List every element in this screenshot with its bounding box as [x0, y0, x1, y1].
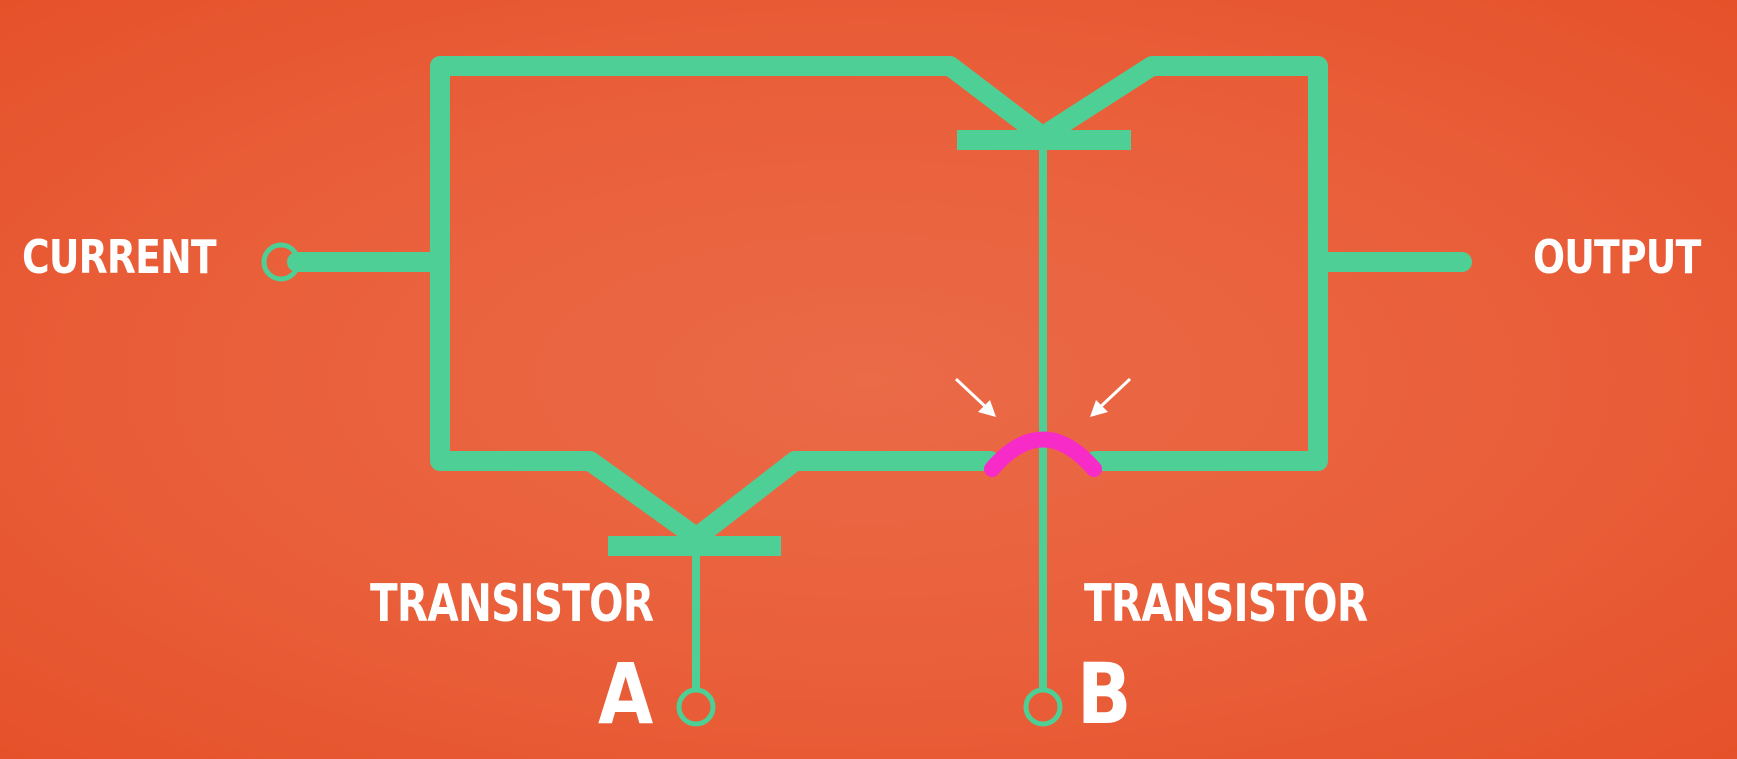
top-rail-right-wire: [1033, 56, 1328, 471]
output-label: OUTPUT: [1533, 230, 1701, 284]
left-rail-wire: [430, 243, 706, 547]
transistor-b-letter: B: [1077, 645, 1132, 743]
transistor-a-title: TRANSISTOR: [370, 574, 654, 634]
transistor-a-terminal: [676, 687, 716, 727]
bottom-rail-wire: [687, 451, 1000, 547]
pointer-arrow-right-icon: [1090, 377, 1132, 417]
transistor-b-terminal: [1023, 687, 1063, 727]
transistor-a-letter: A: [598, 645, 654, 743]
pointer-arrow-left-icon: [954, 377, 996, 417]
top-rail-wire: [430, 56, 1052, 263]
current-input-terminal: [261, 242, 301, 282]
transistor-b-title: TRANSISTOR: [1084, 574, 1368, 634]
crossover-arc-icon: [984, 431, 1102, 477]
current-label: CURRENT: [22, 230, 217, 284]
